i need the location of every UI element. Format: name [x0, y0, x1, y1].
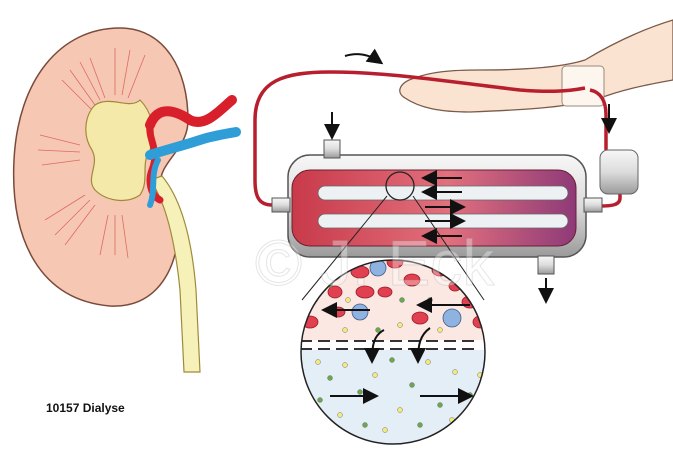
kidney	[14, 28, 236, 372]
figure-caption: 10157 Dialyse	[46, 401, 125, 415]
blood-inlet-port	[272, 198, 290, 212]
watermark: © J. Eck	[255, 227, 495, 299]
arrow-icon	[345, 54, 380, 62]
bandage	[562, 66, 604, 106]
dialysate-outlet-port	[538, 256, 554, 274]
drip-chamber	[600, 150, 638, 194]
blood-outlet-port	[584, 198, 602, 212]
patient-arm	[400, 20, 673, 112]
arm	[400, 20, 673, 112]
renal-pelvis	[86, 100, 153, 200]
dialysate-inlet-port	[324, 140, 340, 158]
